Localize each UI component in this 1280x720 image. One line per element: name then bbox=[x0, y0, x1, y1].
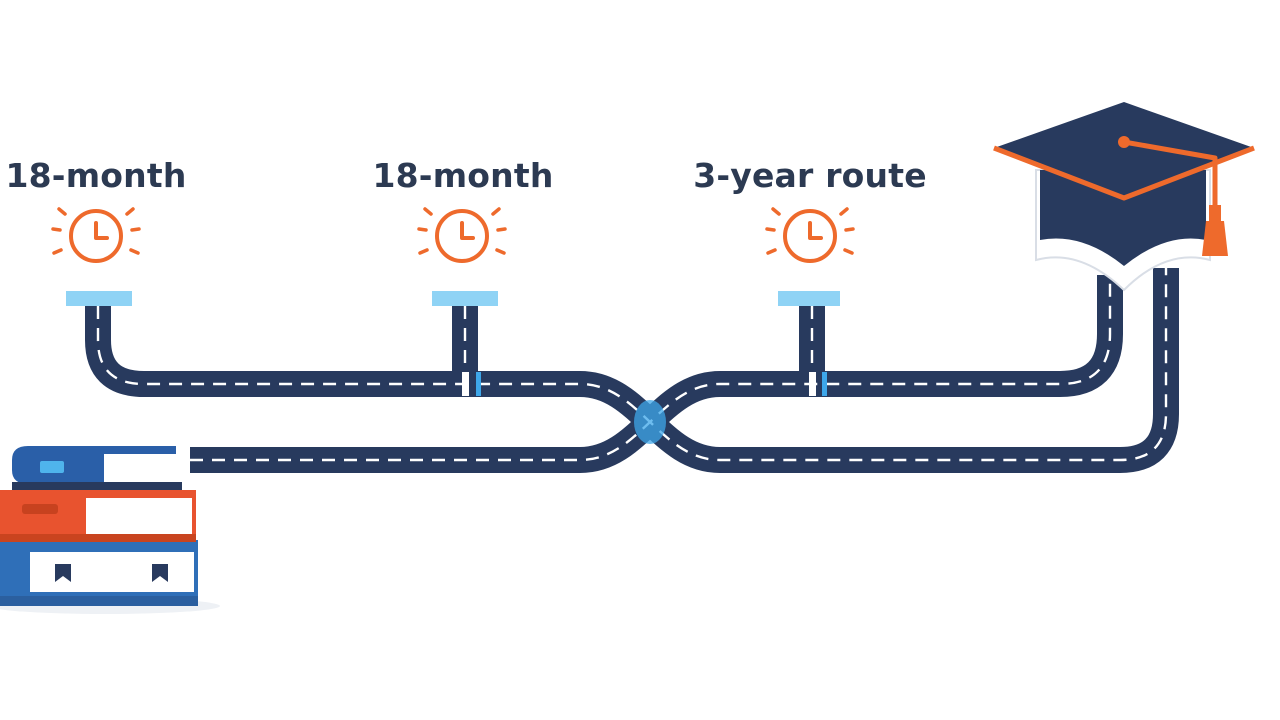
route-label-2: 18-month bbox=[372, 156, 554, 195]
junction-mark-2 bbox=[462, 372, 469, 396]
junction-marks bbox=[462, 372, 827, 444]
clock-icon bbox=[765, 207, 855, 263]
route-markers bbox=[66, 291, 840, 306]
route-label-3: 3-year route bbox=[693, 156, 927, 195]
book-stack-icon bbox=[0, 446, 220, 614]
clock-icon bbox=[417, 207, 507, 263]
crossing-highlight bbox=[634, 400, 666, 444]
junction-mark-3 bbox=[809, 372, 816, 396]
route-marker-1 bbox=[66, 291, 132, 306]
junction-mark-3b bbox=[822, 372, 827, 396]
route-marker-3 bbox=[778, 291, 840, 306]
route-label-1: 18-month bbox=[5, 156, 187, 195]
junction-mark-2b bbox=[476, 372, 481, 396]
roads bbox=[85, 268, 1179, 474]
clock-icon bbox=[51, 207, 141, 263]
route-marker-2 bbox=[432, 291, 498, 306]
graduation-cap-icon bbox=[993, 102, 1255, 292]
